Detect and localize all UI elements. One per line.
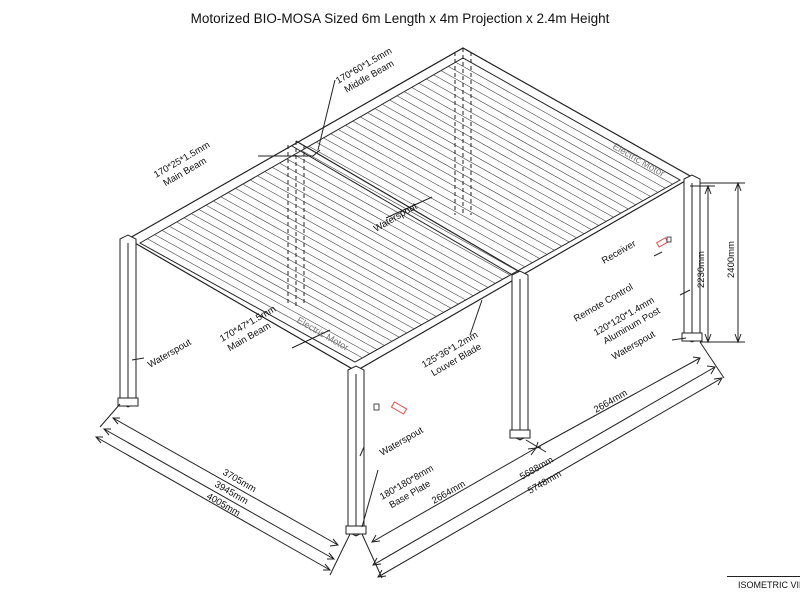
louver-blade xyxy=(411,87,629,210)
louver-blade xyxy=(352,120,570,243)
receiver-icon xyxy=(655,236,672,248)
louver-blade xyxy=(382,104,599,226)
louver-blade xyxy=(264,171,481,292)
louver-blade xyxy=(257,175,474,297)
louver-blade xyxy=(316,141,533,263)
louver-blade xyxy=(183,217,400,338)
louver-blade xyxy=(448,66,666,189)
roof-inner-outline xyxy=(138,57,682,363)
height-dimensions xyxy=(690,181,745,344)
front-span-dimension: 2664mm xyxy=(430,479,468,507)
louver-blades xyxy=(147,61,673,359)
louver-blade xyxy=(147,238,363,359)
post-back-middle-hidden xyxy=(454,48,472,215)
louver-blade xyxy=(374,108,592,230)
louver-blade xyxy=(286,158,503,280)
louver-blade xyxy=(235,188,452,309)
remote-control-icon xyxy=(373,401,408,415)
post-left xyxy=(117,234,139,408)
louver-blade xyxy=(176,221,393,342)
louver-blade xyxy=(242,183,459,305)
view-label: ISOMETRIC VIE xyxy=(738,580,800,590)
louver-blade xyxy=(213,200,430,321)
louver-blade xyxy=(198,209,415,330)
right-span-dimension: 2664mm xyxy=(592,388,630,416)
louver-blade xyxy=(294,154,511,276)
louver-blade xyxy=(323,137,540,259)
receiver-label: Receiver xyxy=(600,238,638,266)
louver-blade xyxy=(440,70,658,193)
louver-blade xyxy=(227,192,444,313)
height-total-dimension: 2400mm xyxy=(726,241,737,278)
middle-beam-line-1 xyxy=(295,140,521,273)
height-clear-dimension: 2230mm xyxy=(696,251,707,288)
louver-blade xyxy=(308,146,526,268)
louver-blade xyxy=(271,167,489,288)
louver-blade xyxy=(396,95,614,218)
louver-blade xyxy=(220,196,437,317)
louver-blade xyxy=(418,82,636,206)
louver-blade xyxy=(249,179,466,301)
roof-frame xyxy=(126,47,694,372)
middle-beam-line-2 xyxy=(291,145,517,278)
waterspout-center-label: Waterspout xyxy=(372,201,420,235)
louver-blade xyxy=(330,133,548,255)
post-right xyxy=(681,174,703,343)
waterspout-left-label: Waterspout xyxy=(146,337,194,371)
electric-motor-front-label: Electric Motor xyxy=(295,315,351,354)
louver-blade xyxy=(161,230,378,350)
louver-blade xyxy=(367,112,585,235)
louver-blade xyxy=(426,78,644,201)
footer-divider xyxy=(727,576,800,577)
post-front xyxy=(345,365,367,537)
louver-blade xyxy=(455,61,673,185)
louver-blade xyxy=(360,116,577,239)
louver-blade xyxy=(205,204,422,326)
leader-lines xyxy=(131,79,691,528)
louver-blade xyxy=(169,225,385,346)
louver-blade xyxy=(338,129,555,251)
louver-blade xyxy=(433,74,651,197)
louver-blade xyxy=(191,213,407,334)
louver-blade xyxy=(301,150,518,272)
waterspout-front-label: Waterspout xyxy=(378,425,426,459)
length-dimensions xyxy=(361,341,725,579)
diagram-title: Motorized BIO-MOSA Sized 6m Length x 4m … xyxy=(190,11,610,26)
louver-blade xyxy=(279,162,496,284)
post-back-left-hidden xyxy=(287,141,305,306)
louver-blade xyxy=(389,99,607,222)
louver-blade xyxy=(154,234,370,354)
depth-dimensions xyxy=(94,403,351,576)
louver-blade xyxy=(404,91,622,214)
louver-blade xyxy=(345,125,562,247)
post-middle-front xyxy=(509,270,531,441)
